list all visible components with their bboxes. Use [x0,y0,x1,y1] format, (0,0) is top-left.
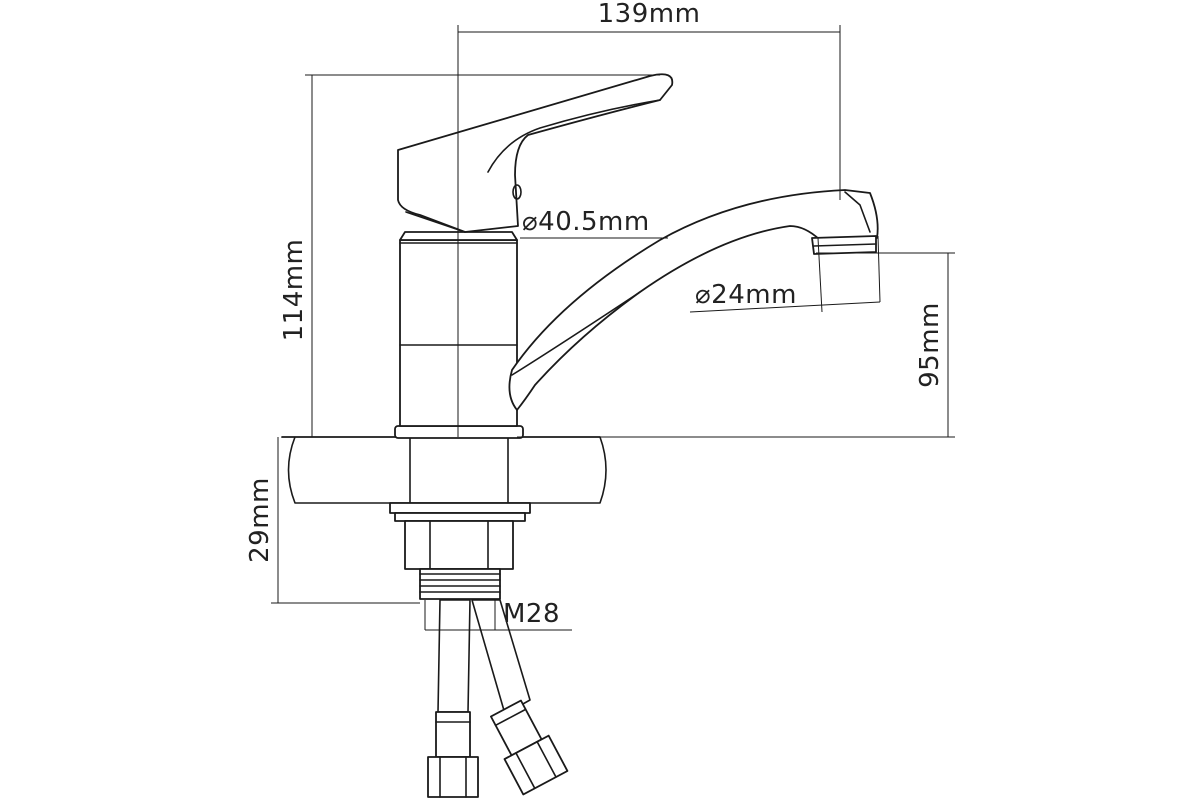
flexible-hoses [427,599,569,798]
spout [508,189,879,411]
width-label: 139mm [598,0,701,29]
lever-handle [397,73,674,233]
countertop-section [281,436,607,504]
spout-height-label: 95mm [915,302,945,388]
shank-length-label: 29mm [245,477,275,563]
faucet-body [394,231,524,439]
aerator-diameter-label: ⌀24mm [695,280,797,310]
height-label: 114mm [279,239,309,342]
body-diameter-label: ⌀40.5mm [522,207,650,237]
shank-assembly [389,502,531,600]
thread-label: M28 [503,599,560,629]
dimension-lines [271,25,955,631]
